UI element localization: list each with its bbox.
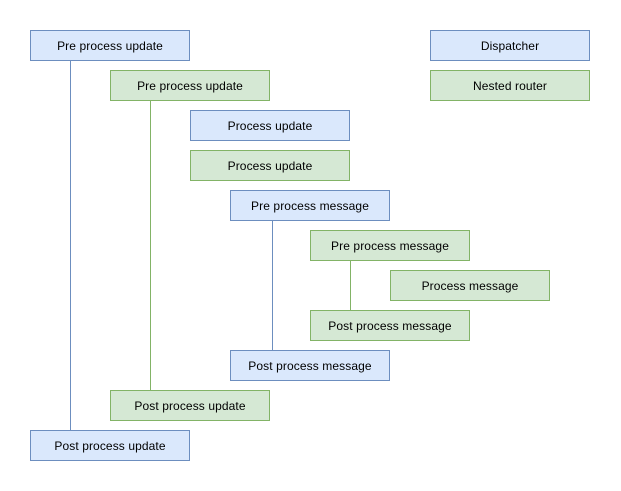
node-process-update-dispatcher[interactable]: Process update xyxy=(190,110,350,141)
node-pre-process-update-dispatcher[interactable]: Pre process update xyxy=(30,30,190,61)
connector-dispatcher-message xyxy=(272,221,273,350)
node-post-process-update-dispatcher[interactable]: Post process update xyxy=(30,430,190,461)
node-pre-process-update-router[interactable]: Pre process update xyxy=(110,70,270,101)
node-pre-process-message-dispatcher[interactable]: Pre process message xyxy=(230,190,390,221)
node-post-process-message-dispatcher[interactable]: Post process message xyxy=(230,350,390,381)
node-label: Process update xyxy=(227,158,313,173)
node-post-process-update-router[interactable]: Post process update xyxy=(110,390,270,421)
legend-label: Nested router xyxy=(472,78,547,93)
node-label: Pre process update xyxy=(57,38,163,53)
node-pre-process-message-router[interactable]: Pre process message xyxy=(310,230,470,261)
node-label: Process update xyxy=(227,118,313,133)
node-label: Process message xyxy=(421,278,519,293)
connector-router-message xyxy=(350,261,351,310)
legend-nested-router[interactable]: Nested router xyxy=(430,70,590,101)
node-process-message-router[interactable]: Process message xyxy=(390,270,550,301)
connector-dispatcher-update xyxy=(70,61,71,430)
node-label: Post process message xyxy=(328,318,452,333)
node-label: Pre process update xyxy=(137,78,243,93)
legend-dispatcher[interactable]: Dispatcher xyxy=(430,30,590,61)
connector-router-update xyxy=(150,101,151,390)
node-label: Pre process message xyxy=(331,238,449,253)
node-label: Post process message xyxy=(248,358,372,373)
legend-label: Dispatcher xyxy=(480,38,540,53)
node-label: Pre process message xyxy=(251,198,369,213)
node-post-process-message-router[interactable]: Post process message xyxy=(310,310,470,341)
node-process-update-router[interactable]: Process update xyxy=(190,150,350,181)
node-label: Post process update xyxy=(134,398,246,413)
node-label: Post process update xyxy=(54,438,166,453)
